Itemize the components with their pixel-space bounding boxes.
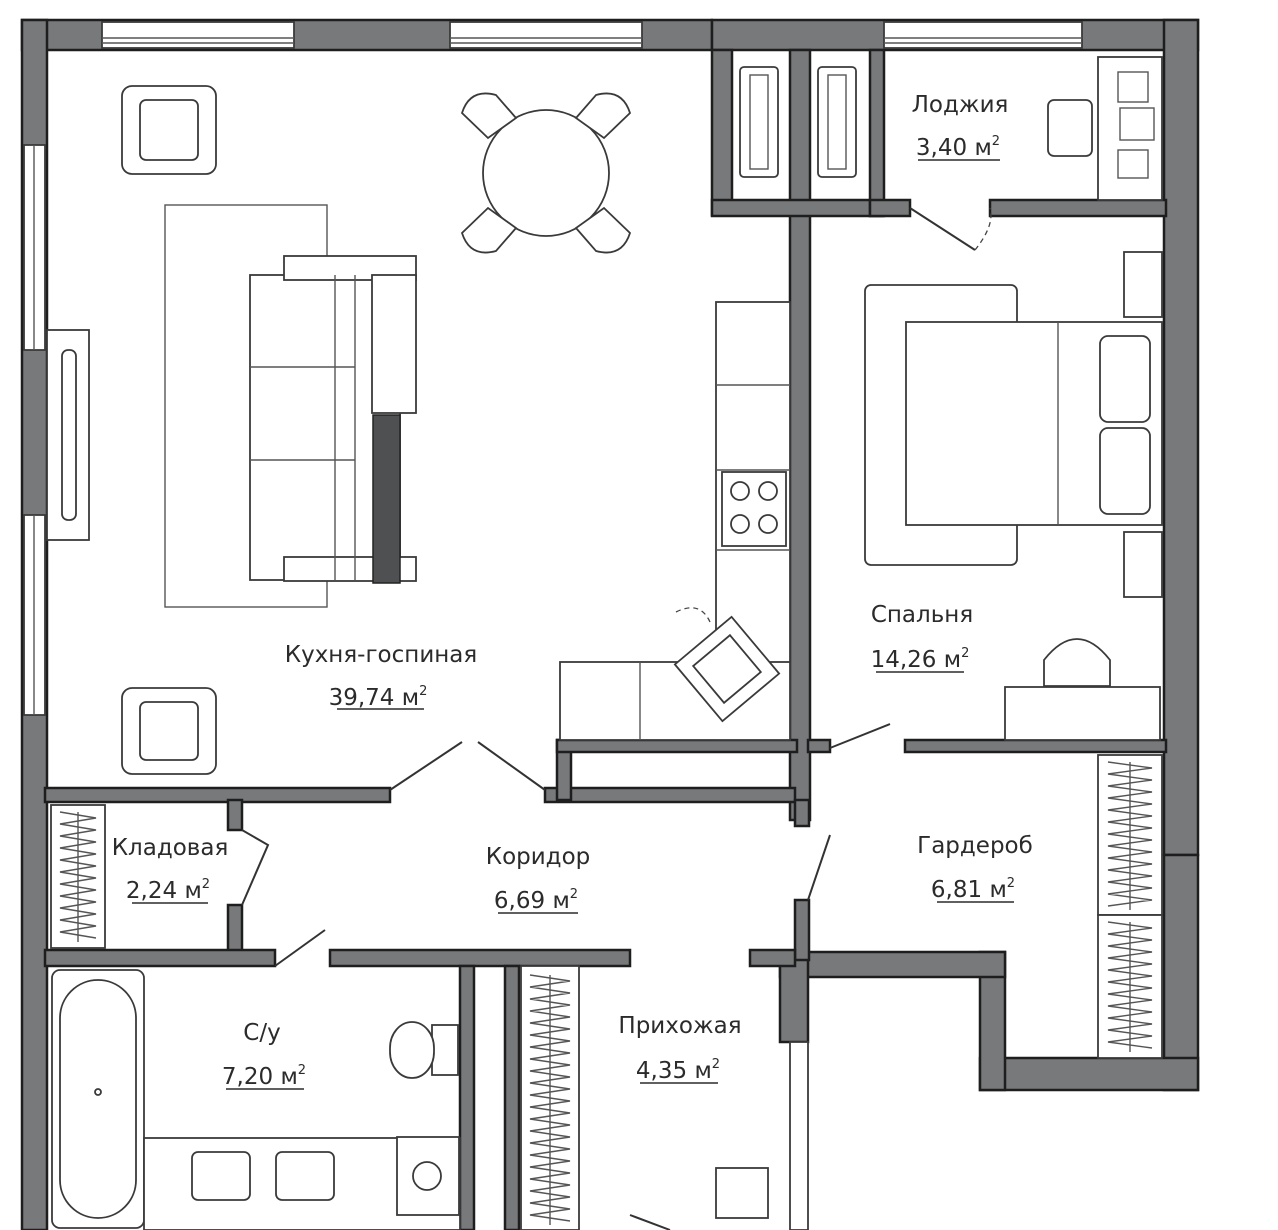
wall-storage-right-1: [226, 798, 244, 832]
windows: [23, 21, 1083, 1230]
hallway-area: 4,35 м2: [636, 1057, 720, 1084]
bedroom-name: Спальня: [871, 602, 973, 628]
cooktop: [721, 471, 787, 547]
corridor-name: Коридор: [486, 844, 591, 870]
wardrobe-name: Гардероб: [917, 833, 1033, 859]
radiator-2: [817, 66, 857, 178]
sofa-back: [372, 414, 401, 584]
bathroom-area: 7,20 м2: [222, 1063, 306, 1090]
wall-shaft-bottom: [710, 198, 884, 218]
window-hall-right: [789, 1041, 809, 1230]
shafts: [739, 66, 857, 178]
door-entrance: [629, 1214, 671, 1230]
dining-table: [482, 109, 610, 237]
tv: [61, 349, 77, 521]
wall-living-bottom-r: [543, 786, 797, 804]
door-storage: [241, 829, 270, 906]
wall-loggia-left: [868, 48, 886, 218]
wardrobe-hangers-1: [1107, 761, 1153, 907]
loggia-area: 3,40 м2: [916, 134, 1000, 161]
room-labels: Кухня-госпиная 39,74 м2 Лоджия 3,40 м2 С…: [112, 92, 1033, 1090]
wall-living-bedroom: [788, 48, 812, 822]
toilet: [389, 1021, 435, 1079]
wall-right-upper: [1162, 18, 1200, 857]
dresser: [1004, 686, 1161, 741]
wall-bath-top: [328, 948, 632, 968]
radiator-1: [739, 66, 779, 178]
wardrobe-area: 6,81 м2: [931, 876, 1015, 903]
door-living-right: [477, 741, 546, 791]
nightstand-bottom: [1123, 531, 1163, 598]
wall-hall-top-r: [748, 948, 797, 968]
wall-bottom-right: [978, 1056, 1200, 1092]
window-top-3: [883, 21, 1083, 49]
hallway-furniture: [629, 1167, 769, 1230]
hall-bench: [715, 1167, 769, 1219]
storage-name: Кладовая: [112, 835, 229, 861]
sink-2: [275, 1151, 335, 1201]
loggia-chair: [1047, 99, 1093, 157]
door-wardrobe: [807, 834, 831, 901]
loggia-desk: [1097, 56, 1163, 201]
door-bathroom: [274, 929, 326, 967]
bedroom-area: 14,26 м2: [871, 646, 970, 673]
hallway-name: Прихожая: [618, 1013, 741, 1039]
nightstand-top: [1123, 251, 1163, 318]
bathroom-name: С/у: [243, 1020, 280, 1046]
living-room-name: Кухня-госпиная: [285, 642, 477, 668]
door-bedroom: [829, 723, 891, 749]
wall-storage-bottom: [43, 948, 277, 968]
living-furniture: [46, 85, 632, 775]
wall-bedroom-bottom-l: [806, 738, 832, 754]
wall-loggia-bottom-r: [988, 198, 1168, 218]
wall-loggia-bottom-l: [868, 198, 912, 218]
wall-living-bottom-l: [43, 786, 392, 804]
window-top-2: [449, 21, 643, 49]
toilet-tank: [431, 1024, 459, 1076]
living-room-area: 39,74 м2: [329, 684, 428, 711]
wall-step-top: [778, 950, 1007, 979]
wall-right-lower: [1162, 853, 1200, 1092]
corridor-area: 6,69 м2: [494, 887, 578, 914]
dining-chairs: [460, 92, 632, 254]
shelving: [50, 754, 1163, 1230]
wall-hall-closet: [503, 964, 521, 1230]
wall-kitchen-niche-top: [555, 738, 799, 754]
sink-1: [191, 1151, 251, 1201]
walls: [20, 18, 1200, 1230]
window-top-1: [101, 21, 295, 49]
wall-corridor-right-2: [793, 898, 811, 962]
dresser-chair: [1043, 638, 1111, 687]
doors: [241, 207, 992, 967]
loggia-furniture: [1047, 56, 1163, 201]
wall-shaft-1: [710, 48, 734, 217]
door-living-left: [389, 741, 463, 791]
kitchen: [559, 301, 791, 741]
bathroom-furniture: [51, 969, 461, 1230]
wall-corridor-right-1: [793, 798, 811, 828]
door-loggia: [909, 207, 976, 251]
wall-bedroom-bottom-r: [903, 738, 1168, 754]
bedroom-furniture: [864, 251, 1163, 741]
wall-bath-right: [458, 964, 476, 1230]
storage-area: 2,24 м2: [126, 877, 210, 904]
loggia-name: Лоджия: [912, 92, 1009, 118]
